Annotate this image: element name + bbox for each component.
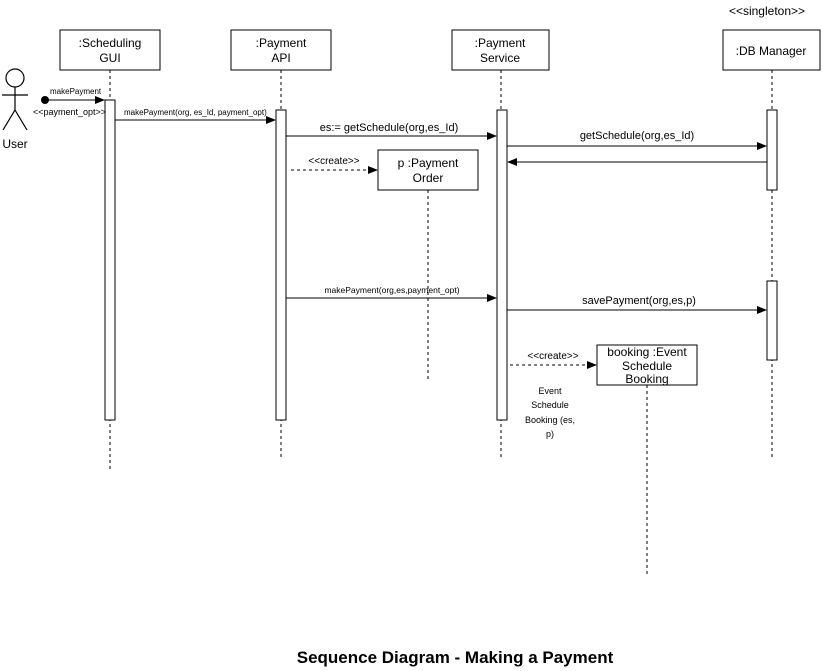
message-label: makePayment(org,es,payment_opt) [324, 285, 459, 295]
object-label-line1: p :Payment [398, 156, 459, 170]
activation-bar [275, 109, 287, 421]
note-line: Booking (es, [525, 415, 575, 425]
lifeline-scheduling-gui: :Scheduling GUI [59, 29, 161, 470]
lifeline-head-box [722, 29, 821, 71]
lifeline-label-line2: API [271, 51, 290, 65]
actor-leg-right [14, 109, 28, 131]
lifeline-label-line2: Service [480, 51, 520, 65]
object-label-line1: booking :Event [607, 345, 687, 359]
lifeline-label: :DB Manager [736, 44, 807, 58]
activation-bar [766, 109, 778, 191]
note-line: Schedule [531, 400, 569, 410]
note-line: p) [546, 429, 554, 439]
diagram-title: Sequence Diagram - Making a Payment [297, 648, 614, 667]
message-api-make-payment: makePayment(org,es,payment_opt) [286, 285, 497, 302]
lifeline-label-line1: :Payment [256, 36, 307, 50]
object-label-line2: Order [413, 171, 444, 185]
booking-constructor-note: Event Schedule Booking (es, p) [525, 386, 575, 439]
message-label: <<create>> [308, 156, 359, 167]
lifeline-label-line1: :Scheduling [79, 36, 142, 50]
lifeline-head-box [59, 29, 161, 71]
lifeline-payment-service: :Payment Service [451, 29, 550, 460]
activation-bar [766, 280, 778, 361]
activation-bar [104, 99, 116, 421]
lifeline-db-manager: <<singleton>> :DB Manager [722, 4, 821, 460]
lifeline-label-line2: GUI [99, 51, 120, 65]
message-label: makePayment [50, 87, 102, 96]
message-stereotype-label: <<payment_opt>> [33, 107, 106, 117]
actor-head [5, 68, 25, 88]
actor-label: User [2, 137, 27, 151]
message-service-get-schedule: getSchedule(org,es_Id) [507, 130, 767, 150]
stereotype-singleton: <<singleton>> [729, 4, 805, 18]
message-label: getSchedule(org,es_Id) [580, 130, 694, 142]
note-line: Event [538, 386, 562, 396]
lifeline-payment-api: :Payment API [230, 29, 332, 460]
object-event-schedule-booking: booking :Event Schedule Booking [596, 344, 698, 575]
actor-leg-left [2, 109, 16, 131]
lifeline-head-box [451, 29, 550, 71]
message-gui-to-api: makePayment(org, es_Id, payment_opt) [115, 108, 276, 124]
object-payment-order: p :Payment Order [377, 149, 479, 380]
message-save-payment: savePayment(org,es,p) [507, 295, 767, 314]
message-create-booking: <<create>> [510, 351, 597, 369]
object-box [596, 344, 698, 386]
message-label: savePayment(org,es,p) [582, 295, 696, 307]
message-api-get-schedule: es:= getSchedule(org,es_Id) [286, 122, 497, 140]
message-create-payment-order: <<create>> [291, 156, 378, 174]
message-label: <<create>> [527, 351, 578, 362]
activation-bar [496, 109, 508, 421]
object-label-line2: Schedule [622, 359, 672, 373]
object-label-line3: Booking [625, 372, 668, 386]
message-label: es:= getSchedule(org,es_Id) [320, 122, 459, 134]
message-user-make-payment: makePayment <<payment_opt>> [33, 87, 106, 117]
lifeline-label-line1: :Payment [475, 36, 526, 50]
message-label: makePayment(org, es_Id, payment_opt) [124, 108, 267, 117]
actor-user: User [2, 68, 28, 151]
